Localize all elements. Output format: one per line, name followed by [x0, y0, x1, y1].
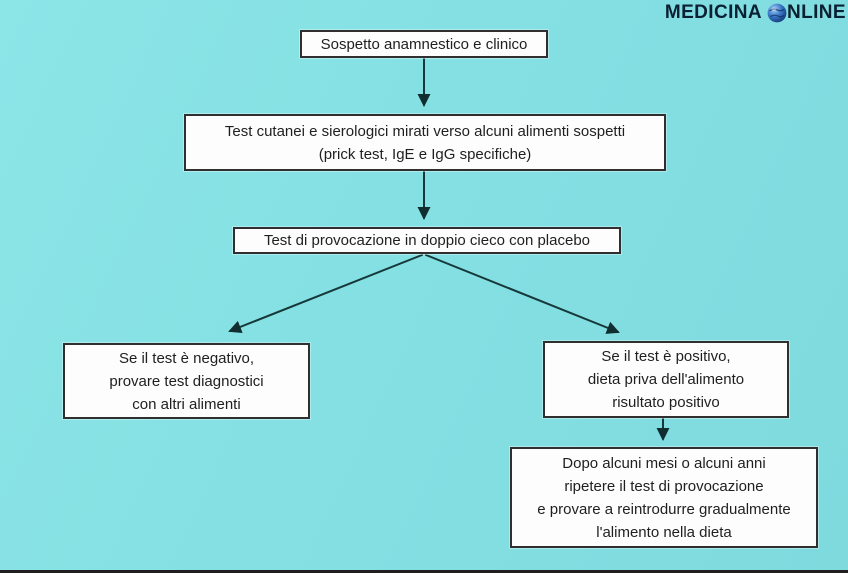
node-test-negativo: Se il test è negativo, provare test diag… — [63, 343, 310, 419]
node-reintroduzione-alimento: Dopo alcuni mesi o alcuni anni ripetere … — [510, 447, 818, 548]
node-test-positivo: Se il test è positivo, dieta priva dell'… — [543, 341, 789, 418]
globe-icon — [767, 3, 787, 23]
bottom-rule — [0, 570, 848, 573]
node-sospetto-anamnestico: Sospetto anamnestico e clinico — [300, 30, 548, 58]
arrow-provocazione-to-positivo — [425, 254, 620, 334]
brand-medicina-online: MEDICINA NLINE — [665, 1, 846, 25]
node-test-provocazione: Test di provocazione in doppio cieco con… — [233, 227, 621, 254]
brand-text-medicina: MEDICINA — [664, 2, 762, 23]
node-test-cutanei-sierologici: Test cutanei e sierologici mirati verso … — [184, 114, 666, 171]
arrow-provocazione-to-negativo — [228, 254, 423, 333]
brand-text-nline: NLINE — [787, 2, 846, 23]
